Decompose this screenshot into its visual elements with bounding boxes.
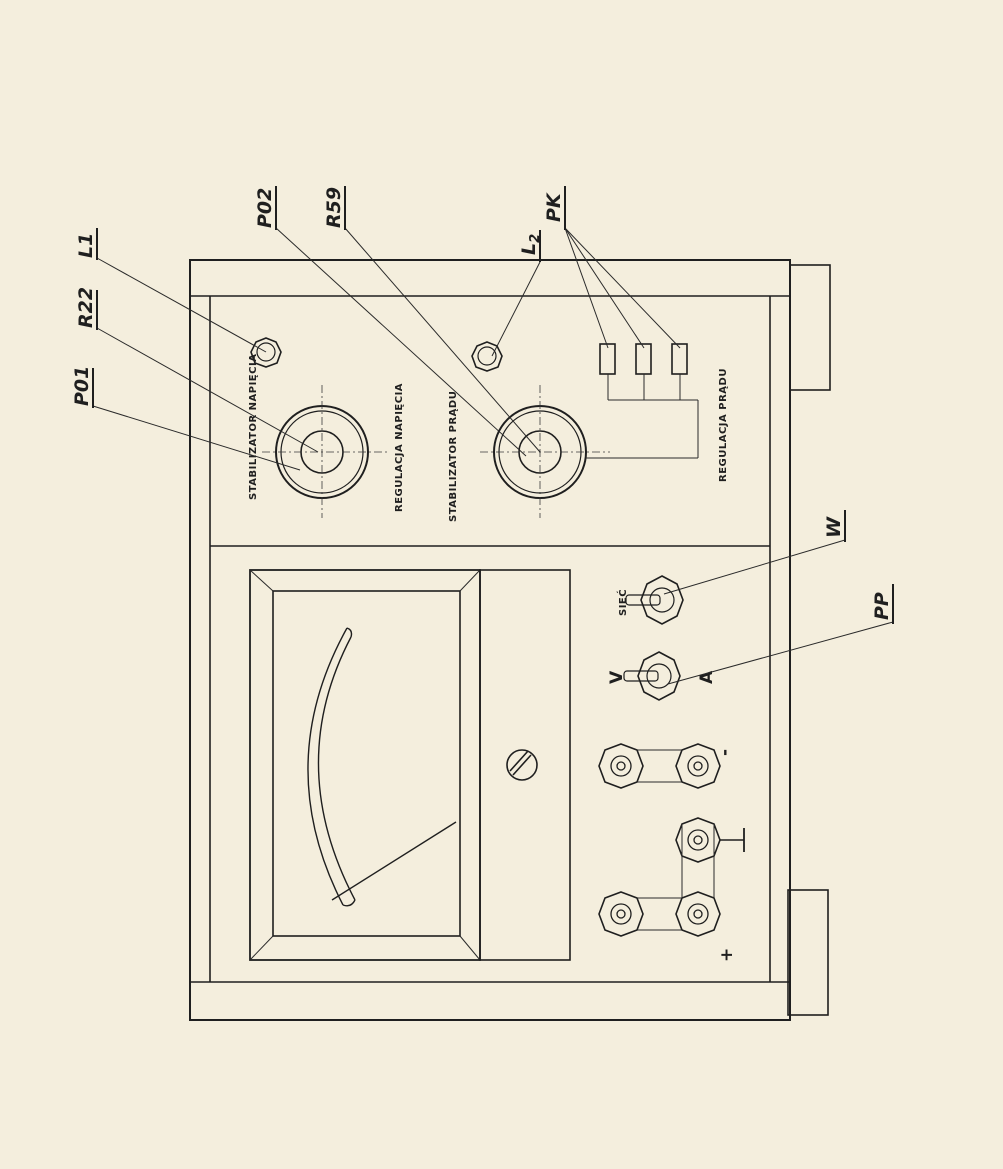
panel-text-regulacja-pradu: REGULACJA PRĄDU [718,368,729,482]
panel-text-stabilizator-napiecia: STABILIZATOR NAPIĘCIA [248,354,259,500]
zero-adjust-screw[interactable] [506,749,538,781]
output-terminals[interactable] [598,743,745,937]
device-body [189,259,791,1021]
callout-l1: L1 [75,233,97,258]
w-power-switch[interactable] [625,575,684,625]
pk-range-buttons[interactable] [586,343,699,459]
siec-label: SIEĆ [616,589,629,616]
control-panel: STABILIZATOR NAPIĘCIA REGULACJA NAPIĘCIA… [248,337,729,522]
label-underlines [92,186,894,624]
panel-text-stabilizator-pradu: STABILIZATOR PRĄDU [448,391,459,522]
leader-lines [92,227,894,685]
callout-po1: P01 [71,366,93,406]
plus-label: + [717,948,737,962]
callout-l2: L2 [518,234,543,255]
callout-pk: PK [543,192,565,222]
pp-v-a-switch[interactable] [623,651,681,701]
callout-po2: P02 [254,188,276,228]
meter-needle [331,821,457,901]
callout-w: W [823,516,845,538]
current-knob[interactable] [480,385,610,518]
device-feet [787,264,831,1016]
callout-r59: R59 [323,187,345,228]
callout-r22: R22 [75,287,97,328]
panel-meter [249,569,571,961]
panel-text-regulacja-napiecia: REGULACJA NAPIĘCIA [394,383,405,512]
v-label: V [607,670,627,684]
voltage-knob[interactable] [262,385,390,518]
a-label: A [697,670,717,684]
l2-indicator-lamp [471,341,503,372]
minus-label: - [715,749,735,756]
callout-pp: PP [871,592,893,620]
